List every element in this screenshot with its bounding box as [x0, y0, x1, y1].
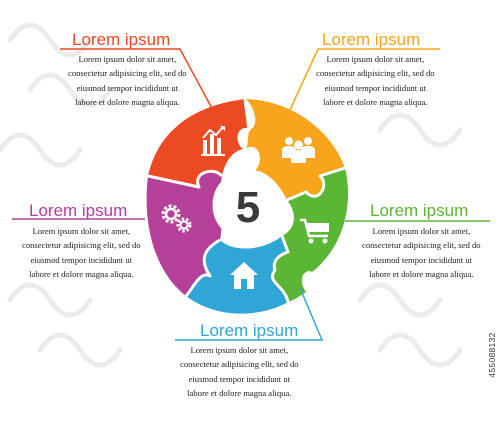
team-icon	[282, 137, 315, 163]
segment-magenta	[146, 171, 222, 296]
text-right: Lorem ipsum dolor sit amet, consectetur …	[362, 226, 481, 280]
title-top-right: Lorem ipsum	[322, 30, 421, 49]
stock-id-label: 455088132	[487, 332, 497, 378]
shopping-cart-icon	[300, 218, 329, 244]
segment-red	[148, 99, 249, 187]
text-left: Lorem ipsum dolor sit amet, consectetur …	[22, 226, 141, 280]
title-right: Lorem ipsum	[370, 201, 469, 220]
connector-bottom	[175, 287, 324, 341]
house-icon	[230, 262, 258, 289]
center-number: 5	[236, 183, 260, 232]
gears-icon	[161, 204, 192, 233]
text-top-left: Lorem ipsum dolor sit amet, consectetur …	[68, 54, 187, 108]
bar-chart-icon	[201, 126, 225, 156]
text-bottom: Lorem ipsum dolor sit amet, consectetur …	[180, 345, 299, 399]
center-circle	[212, 169, 284, 241]
title-left: Lorem ipsum	[29, 201, 128, 220]
connector-top-right	[288, 48, 440, 113]
text-top-right: Lorem ipsum dolor sit amet, consectetur …	[316, 54, 435, 108]
title-bottom: Lorem ipsum	[200, 321, 299, 340]
title-top-left: Lorem ipsum	[72, 30, 171, 49]
connector-top-left	[60, 48, 216, 115]
